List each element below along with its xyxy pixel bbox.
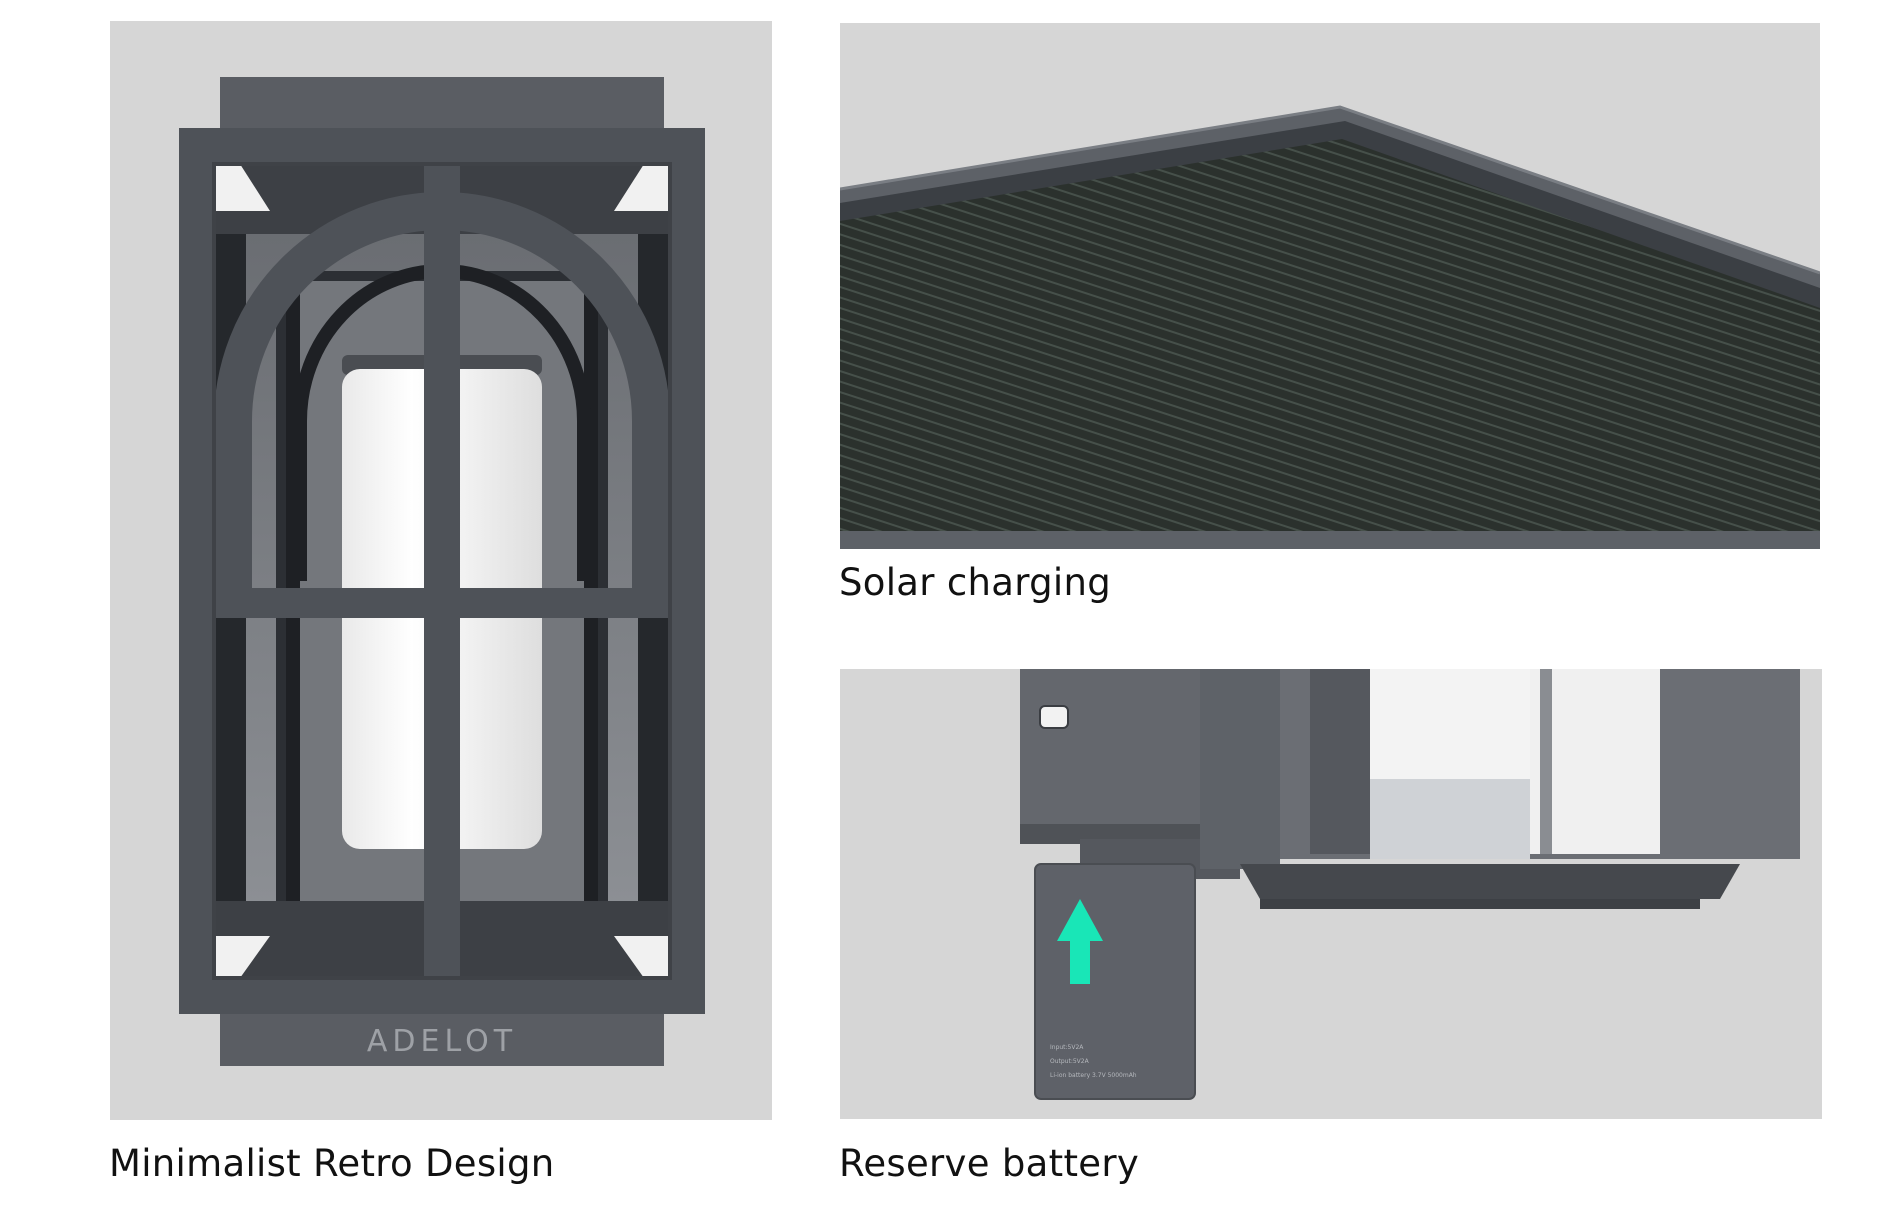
battery-illustration: Input:5V2A Output:5V2A Li-ion battery 3.… [1020, 669, 1800, 1100]
battery-label-line-1: Input:5V2A [1050, 1044, 1084, 1051]
brand-logo: ADELOT [367, 1024, 517, 1059]
lamp-illustration: ADELOT [179, 77, 705, 1066]
insert-arrow-icon [1057, 899, 1103, 984]
solar-panel-photo [840, 23, 1820, 549]
caption-minimalist-retro-design: Minimalist Retro Design [109, 1142, 555, 1185]
caption-solar-charging: Solar charging [839, 561, 1111, 604]
caption-reserve-battery: Reserve battery [839, 1142, 1140, 1185]
lamp-front-photo: ADELOT [110, 21, 772, 1120]
solar-illustration [840, 105, 1820, 549]
battery-label-line-3: Li-ion battery 3.7V 5000mAh [1050, 1072, 1137, 1079]
battery-label-line-2: Output:5V2A [1050, 1058, 1090, 1065]
battery-photo: Input:5V2A Output:5V2A Li-ion battery 3.… [840, 669, 1822, 1119]
